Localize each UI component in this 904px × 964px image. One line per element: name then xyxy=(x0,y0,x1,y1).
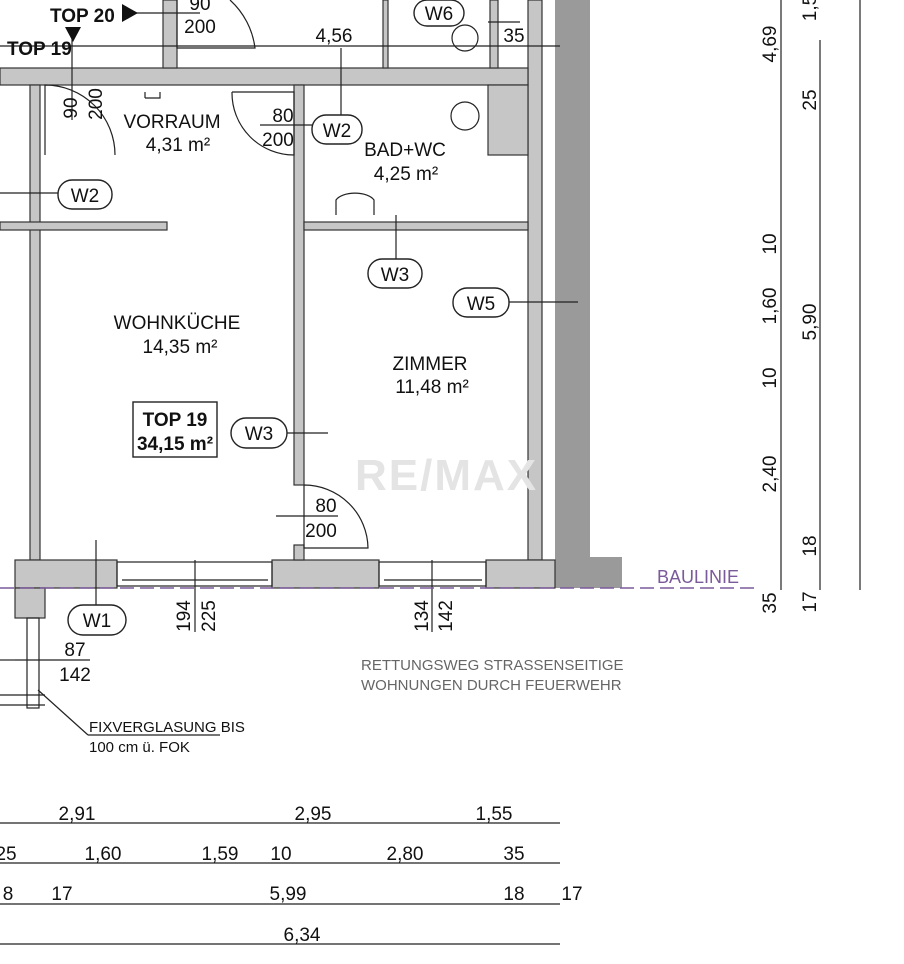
arrow-right-icon xyxy=(122,4,138,22)
leader-lines xyxy=(0,12,578,736)
top20-label: TOP 20 xyxy=(50,6,115,27)
opening-height: 142 xyxy=(59,665,91,686)
room-area: 11,48 m² xyxy=(395,377,469,398)
arrow-down-icon xyxy=(65,27,81,42)
dimension-label: 5,90 xyxy=(800,304,821,341)
opening-height: 142 xyxy=(436,600,457,632)
wall-tag: W6 xyxy=(425,4,454,25)
dimension-label: 4,56 xyxy=(316,26,353,47)
apartment-summary-box xyxy=(132,401,218,458)
dimension-label: 2,40 xyxy=(760,456,781,493)
dimension-label: 25 xyxy=(800,89,821,110)
bottom-dimensions: 2,91 2,95 1,55 25 1,60 1,59 10 2,80 35 8… xyxy=(0,804,583,946)
dimension-label: 25 xyxy=(0,844,17,865)
opening-height: 200 xyxy=(86,88,107,120)
opening-height: 200 xyxy=(305,521,337,542)
dimension-label: 17 xyxy=(800,591,821,612)
right-dimensions: 4,69 10 1,60 10 2,40 35 1,5 25 5,90 18 1… xyxy=(760,0,821,614)
room-name: BAD+WC xyxy=(364,140,446,161)
dimension-label: 10 xyxy=(760,367,781,388)
opening-width: 134 xyxy=(412,600,433,632)
dimension-label: 1,5 xyxy=(800,0,821,21)
dimension-label: 2,91 xyxy=(59,804,96,825)
room-name: ZIMMER xyxy=(393,354,468,375)
fixtures xyxy=(144,24,480,215)
dimension-label: 18 xyxy=(800,535,821,556)
opening-height: 200 xyxy=(184,17,216,38)
note-rettungsweg: RETTUNGSWEG STRASSENSEITIGE xyxy=(361,657,624,674)
room-name: VORRAUM xyxy=(123,112,220,133)
opening-height: 225 xyxy=(199,600,220,632)
walls xyxy=(0,0,622,619)
opening-height: 200 xyxy=(262,130,294,151)
door-swings xyxy=(44,0,369,549)
wall-tag: W2 xyxy=(71,186,100,207)
room-area: 4,25 m² xyxy=(374,164,438,185)
dimension-label: 35 xyxy=(760,592,781,613)
note-fixverglasung: FIXVERGLASUNG BIS xyxy=(89,719,245,736)
apartment-area: 34,15 m² xyxy=(137,434,213,455)
dimension-label: 8 xyxy=(3,884,14,905)
wall-tags: W6 W2 W2 W3 W5 W3 W1 xyxy=(57,0,510,636)
wall-tag: W3 xyxy=(245,424,274,445)
dimension-label: 4,69 xyxy=(760,26,781,63)
dimension-label: 5,99 xyxy=(270,884,307,905)
dimension-label: 17 xyxy=(51,884,72,905)
dimension-label: 1,60 xyxy=(760,288,781,325)
opening-width: 90 xyxy=(61,97,82,118)
note-fixverglasung: 100 cm ü. FOK xyxy=(89,739,190,756)
dimension-label: 2,80 xyxy=(387,844,424,865)
apartment-name: TOP 19 xyxy=(143,410,208,431)
baulinie-label: BAULINIE xyxy=(657,567,739,587)
dimension-label: 35 xyxy=(503,844,524,865)
wall-tag: W1 xyxy=(83,611,112,632)
opening-width: 194 xyxy=(174,600,195,632)
dimension-label: 6,34 xyxy=(284,925,321,946)
dimension-label: 1,59 xyxy=(202,844,239,865)
watermark: RE/MAX xyxy=(355,451,538,500)
room-area: 14,35 m² xyxy=(143,337,218,358)
dimension-label: 10 xyxy=(270,844,291,865)
wall-tag: W5 xyxy=(467,294,496,315)
room-area: 4,31 m² xyxy=(146,135,210,156)
dimension-label: 2,95 xyxy=(295,804,332,825)
dimension-lines xyxy=(0,0,861,945)
dimension-label: 18 xyxy=(503,884,524,905)
opening-width: 80 xyxy=(272,106,293,127)
opening-width: 87 xyxy=(64,640,85,661)
dimension-label: 10 xyxy=(760,233,781,254)
room-name: WOHNKÜCHE xyxy=(114,313,241,334)
wall-tag: W3 xyxy=(381,265,410,286)
opening-width: 80 xyxy=(315,496,336,517)
opening-width: 90 xyxy=(189,0,210,15)
dimension-label: 1,55 xyxy=(476,804,513,825)
note-rettungsweg: WOHNUNGEN DURCH FEUERWEHR xyxy=(361,677,622,694)
top19-label: TOP 19 xyxy=(7,39,72,60)
dimension-label: 1,60 xyxy=(85,844,122,865)
dimension-label: 35 xyxy=(503,26,524,47)
wall-tag: W2 xyxy=(323,121,352,142)
dimension-label: 17 xyxy=(561,884,582,905)
